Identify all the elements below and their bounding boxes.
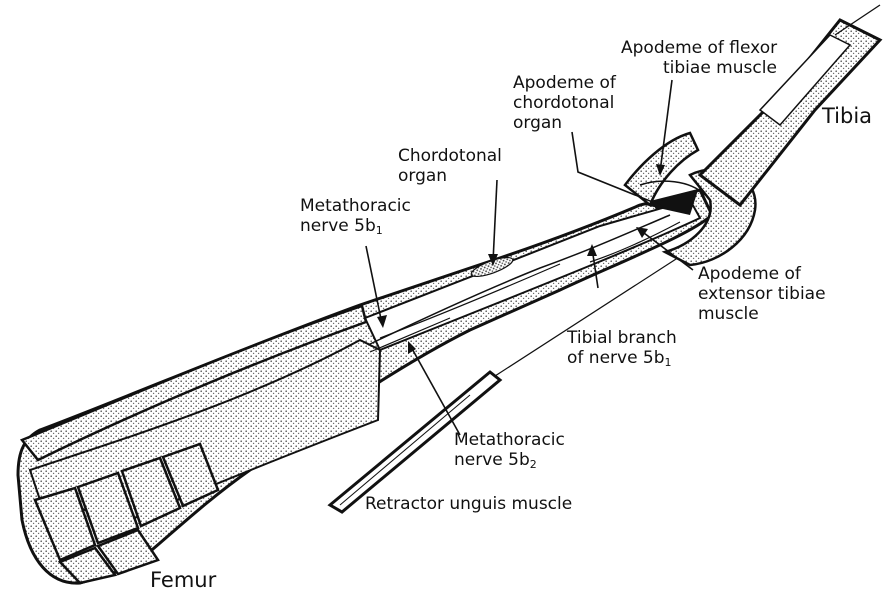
label-line: nerve 5b2 — [454, 450, 565, 470]
label-line: extensor tibiae — [698, 284, 826, 304]
label-retractor-unguis: Retractor unguis muscle — [365, 494, 572, 514]
label-metathoracic-nerve-5b1: Metathoracic nerve 5b1 — [300, 196, 411, 236]
label-femur: Femur — [150, 568, 216, 592]
label-subscript: 2 — [530, 458, 537, 471]
label-line: Metathoracic — [454, 430, 565, 450]
label-line: chordotonal — [513, 93, 616, 113]
label-tibial-branch: Tibial branch of nerve 5b1 — [567, 328, 677, 368]
label-line: organ — [398, 166, 502, 186]
label-text: of nerve 5b — [567, 348, 665, 368]
label-line: of nerve 5b1 — [567, 348, 677, 368]
label-chordotonal-apodeme: Apodeme of chordotonal organ — [513, 73, 616, 133]
label-extensor-apodeme: Apodeme of extensor tibiae muscle — [698, 264, 826, 324]
label-line: organ — [513, 113, 616, 133]
label-line: muscle — [698, 304, 826, 324]
label-tibia: Tibia — [822, 104, 872, 128]
label-line: Apodeme of — [513, 73, 616, 93]
label-line: nerve 5b1 — [300, 216, 411, 236]
label-chordotonal-organ: Chordotonal organ — [398, 146, 502, 186]
label-metathoracic-nerve-5b2: Metathoracic nerve 5b2 — [454, 430, 565, 470]
label-line: Apodeme of flexor — [621, 38, 777, 58]
label-line: Apodeme of — [698, 264, 826, 284]
label-text: nerve 5b — [454, 450, 530, 470]
label-flexor-apodeme: Apodeme of flexor tibiae muscle — [621, 38, 777, 78]
label-line: Tibial branch — [567, 328, 677, 348]
label-subscript: 1 — [376, 224, 383, 237]
label-line: tibiae muscle — [621, 58, 777, 78]
label-subscript: 1 — [665, 356, 672, 369]
label-line: Chordotonal — [398, 146, 502, 166]
label-line: Metathoracic — [300, 196, 411, 216]
label-text: nerve 5b — [300, 216, 376, 236]
